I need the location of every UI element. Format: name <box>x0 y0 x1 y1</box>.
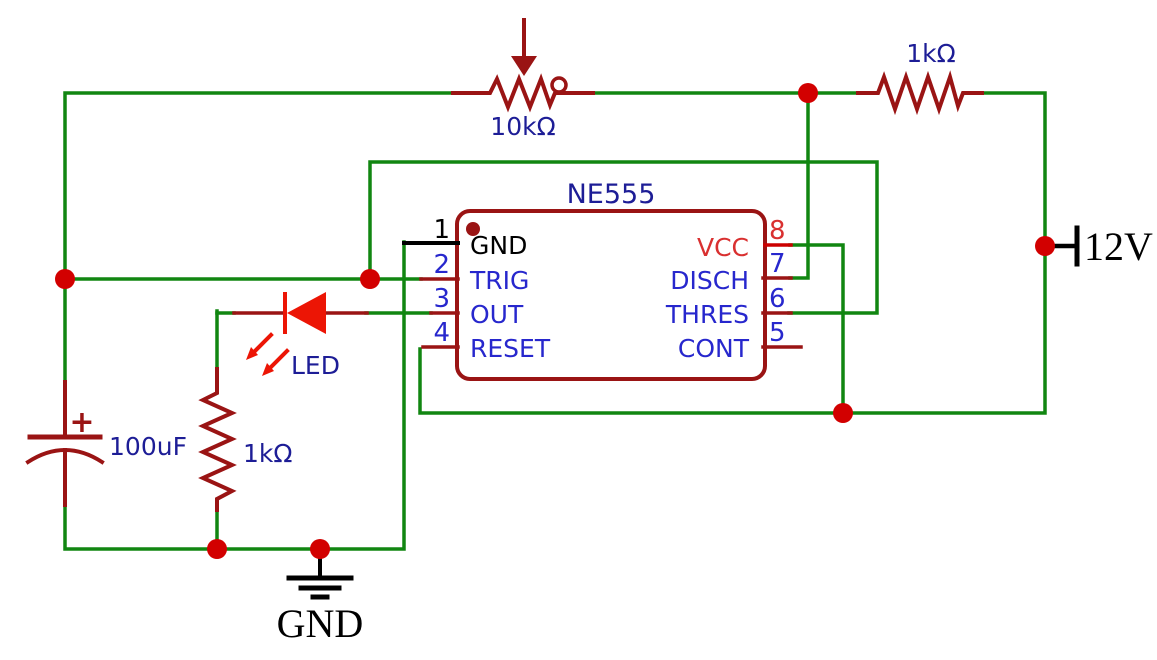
junction-dot <box>55 269 75 289</box>
junction-dot <box>798 83 818 103</box>
ic-body <box>455 209 767 381</box>
wire-12v-rail-and-reset <box>418 91 1047 415</box>
potentiometer-wiper-arrowhead <box>511 56 537 76</box>
power-label: 12V <box>1084 224 1153 269</box>
wire-trig-to-thres <box>368 160 879 315</box>
pin-label-reset: RESET <box>470 334 551 363</box>
ic-ne555 <box>402 209 803 381</box>
pin-label-thres: THRES <box>665 300 749 329</box>
junction-dot <box>360 269 380 289</box>
potentiometer-value: 10kΩ <box>490 112 555 141</box>
junction-dot <box>833 403 853 423</box>
led-emission-arrowhead-2 <box>262 363 274 376</box>
resistor-supply-zigzag <box>856 70 984 116</box>
potentiometer-wiper-terminal <box>550 76 568 94</box>
led-emission-arrow-2 <box>265 348 290 373</box>
pin-label-vcc: VCC <box>697 233 749 262</box>
pin-label-cont: CONT <box>678 334 750 363</box>
junction-dot <box>310 539 330 559</box>
wire-disch-link <box>788 90 810 280</box>
ground-label: GND <box>277 601 364 646</box>
pin-number-3: 3 <box>433 284 450 314</box>
resistor-supply-value: 1kΩ <box>906 39 956 68</box>
pin-number-4: 4 <box>433 318 450 348</box>
pin-label-trig: TRIG <box>469 266 529 295</box>
pin1-marker-dot <box>466 222 480 236</box>
led-emission-arrow-1 <box>249 332 274 357</box>
potentiometer-zigzag <box>451 73 595 113</box>
resistor-led-zigzag <box>198 367 237 512</box>
led-emission-arrowhead-1 <box>246 347 258 360</box>
pin-number-7: 7 <box>769 249 786 279</box>
wire-vcc-link <box>788 243 845 416</box>
pin-number-5: 5 <box>769 318 786 348</box>
led-triangle <box>287 292 326 334</box>
capacitor-polarity: + <box>69 405 94 440</box>
pin-number-1: 1 <box>433 215 450 245</box>
pin-number-8: 8 <box>769 216 786 246</box>
pin-label-gnd: GND <box>470 231 527 260</box>
junction-dots <box>55 83 1055 559</box>
capacitor <box>25 380 105 507</box>
pin-number-2: 2 <box>433 250 450 280</box>
wire-gnd-return <box>63 240 406 551</box>
capacitor-value: 100uF <box>109 432 187 461</box>
junction-dot <box>1035 236 1055 256</box>
ic-title: NE555 <box>567 179 656 210</box>
wire-top-left-rail <box>63 91 455 386</box>
potentiometer <box>451 18 595 113</box>
led <box>232 292 369 376</box>
junction-dot <box>207 539 227 559</box>
pin-label-disch: DISCH <box>670 266 749 295</box>
led-label: LED <box>291 351 340 380</box>
resistor-led-value: 1kΩ <box>243 439 293 468</box>
pin-number-6: 6 <box>769 284 786 314</box>
labels: NE555 1 2 3 4 8 7 6 5 GND TRIG OUT RESET… <box>69 39 1153 646</box>
pin-label-out: OUT <box>470 300 524 329</box>
ground-symbol <box>286 548 354 600</box>
